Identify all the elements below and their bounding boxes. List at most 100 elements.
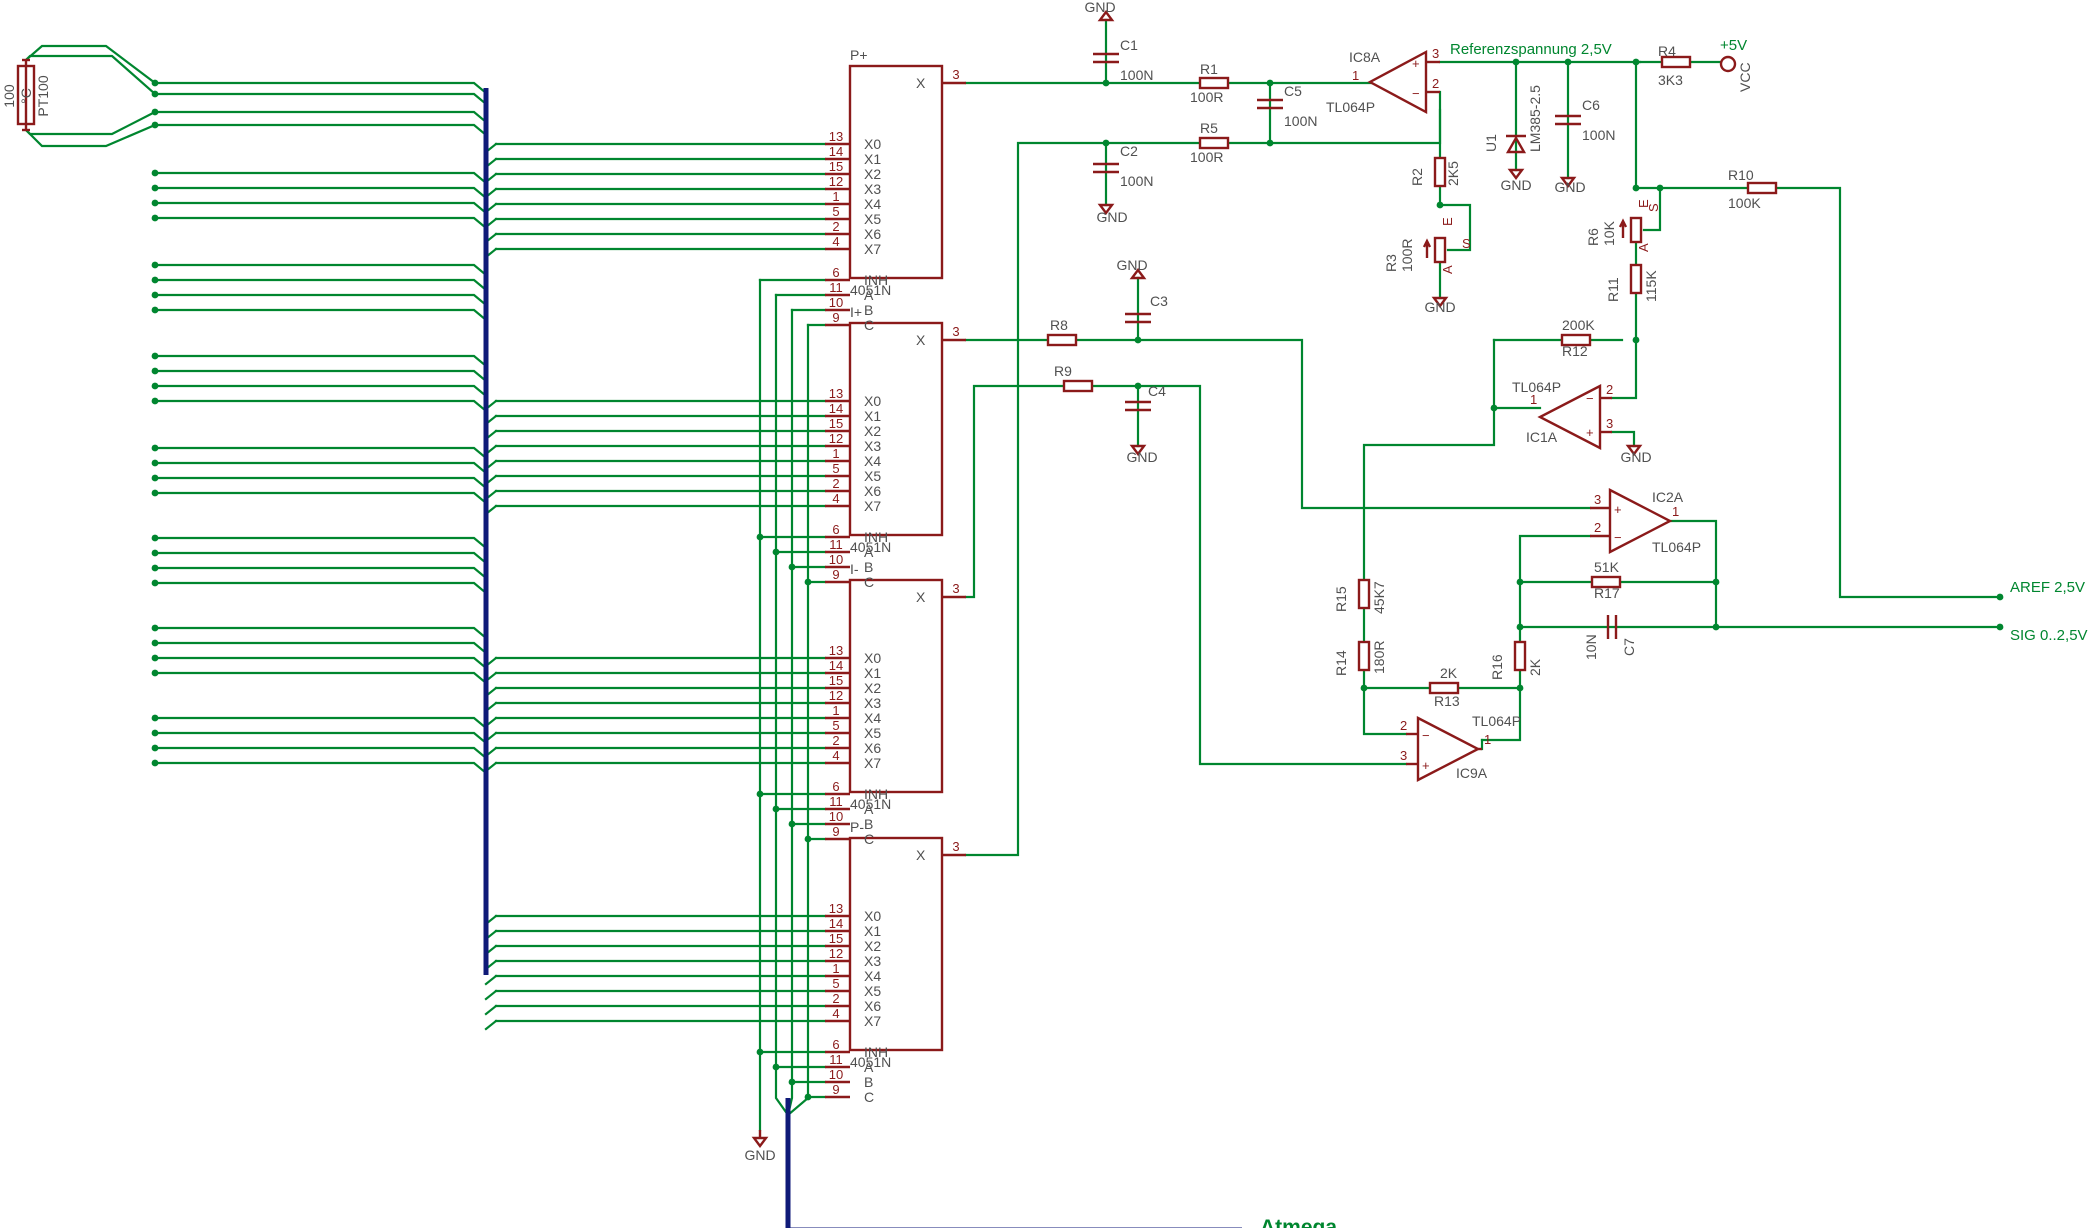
IC1A-minus: − (1586, 391, 1594, 406)
net-iminus (964, 384, 1066, 599)
sensor-line (153, 81, 488, 95)
sensor-line (153, 171, 488, 185)
junction (1632, 58, 1640, 66)
R13-value: 2K (1440, 665, 1458, 681)
mux-3-out-num: 3 (952, 581, 959, 596)
ic2a-fb-node (1518, 534, 1592, 644)
C1-value: 100N (1120, 67, 1153, 83)
mux-4-pin-num: 2 (832, 991, 839, 1006)
R6-value: 10K (1601, 220, 1617, 246)
IC9A-minus: − (1422, 728, 1430, 743)
resistor-R8 (1046, 333, 1078, 347)
C2-value: 100N (1120, 173, 1153, 189)
IC8A-pin3-num: 3 (1432, 46, 1439, 61)
IC8A-part: TL064P (1326, 99, 1375, 115)
R5-ref: R5 (1200, 120, 1218, 136)
junction (1102, 79, 1110, 87)
U1-diode (1505, 135, 1527, 154)
sensor-line (153, 656, 488, 670)
ic1a-gnd (1610, 430, 1636, 448)
R14-ref: R14 (1333, 650, 1349, 676)
mux-1-ctl-name: INH (864, 272, 888, 288)
sensor-line (153, 671, 488, 685)
R13-ref: R13 (1434, 693, 1460, 709)
gnd-triangle (1097, 203, 1115, 215)
mux-3-pin-name: X0 (864, 650, 881, 666)
pt100-lead (24, 44, 157, 85)
resistor-R10 (1746, 181, 1778, 195)
sensor-line (153, 536, 488, 550)
mux-2-pin-name: X0 (864, 393, 881, 409)
junction (151, 169, 159, 177)
R6-ref: R6 (1585, 228, 1601, 246)
junction (804, 1093, 812, 1101)
sensor-line (153, 641, 488, 655)
mux-4-pin-num: 1 (832, 961, 839, 976)
R4-ref: R4 (1658, 43, 1676, 59)
IC9A-ref: IC9A (1456, 765, 1488, 781)
trimmer-R6-arrowhead (1618, 218, 1628, 228)
sensor-line (153, 491, 488, 505)
R2-value: 2K5 (1445, 161, 1461, 186)
sensor-line (153, 384, 488, 398)
mux-3-ctl-name: C (864, 831, 874, 847)
sensor-line (153, 581, 488, 595)
junction (151, 534, 159, 542)
sensor-line (153, 110, 488, 124)
mux-1-pin-name: X1 (864, 151, 881, 167)
R17-value: 51K (1594, 559, 1620, 575)
mux-4-out-num: 3 (952, 839, 959, 854)
trimmer-R3-body (1433, 236, 1447, 264)
junction (151, 459, 159, 467)
C5-value: 100N (1284, 113, 1317, 129)
r3-wiper (1438, 203, 1472, 252)
junction (1712, 623, 1720, 631)
junction (1134, 336, 1142, 344)
sensor-line (153, 566, 488, 580)
junction (788, 1078, 796, 1086)
mux-2-pin-num: 2 (832, 476, 839, 491)
R12-ref: R12 (1562, 343, 1588, 359)
mux-4-pin-name: X3 (864, 953, 881, 969)
mux-4-pin-name: X5 (864, 983, 881, 999)
C3-ref: C3 (1150, 293, 1168, 309)
IC1A-pin1-num: 1 (1530, 392, 1537, 407)
mux-1-pin-num: 13 (829, 129, 843, 144)
mux-3-label: I- (850, 561, 859, 577)
mux-4-ctl-name: A (864, 1059, 874, 1075)
sensor-line (153, 278, 488, 292)
mux-2-pin-num: 12 (829, 431, 843, 446)
mux-1-ctl-num: 11 (829, 280, 843, 295)
junction (151, 714, 159, 722)
atmega-label: Atmega (1260, 1216, 1337, 1228)
capacitor-C6 (1555, 114, 1581, 126)
sensor-line (153, 92, 488, 106)
mux-2-body (848, 321, 944, 537)
sensor-line (153, 731, 488, 745)
mux-1-pin-name: X6 (864, 226, 881, 242)
pt100-lead (24, 54, 157, 96)
mux-4-ctl-num: 6 (832, 1037, 839, 1052)
mux-1-pin-name: X7 (864, 241, 881, 257)
junction (151, 489, 159, 497)
gnd-triangle (1129, 268, 1147, 280)
pt100-value: 100 (1, 84, 17, 108)
sensor-line (153, 123, 488, 137)
trimmer-R3 (1422, 236, 1447, 264)
mux-3-ctl-name: INH (864, 786, 888, 802)
R12-value: 200K (1562, 317, 1595, 333)
mux-2-ctl-num: 6 (832, 522, 839, 537)
mux-2-pin-name: X3 (864, 438, 881, 454)
vcc-terminal (1719, 55, 1737, 73)
gnd-r3 (1431, 296, 1449, 308)
IC2A-pin2-num: 2 (1594, 520, 1601, 535)
pt100-unit: °C (18, 88, 34, 104)
IC2A-part: TL064P (1652, 539, 1701, 555)
mux-3-pin-num: 15 (829, 673, 843, 688)
IC8A-plus: + (1412, 56, 1420, 71)
junction (1996, 623, 2004, 631)
mux-1-ctl-num: 6 (832, 265, 839, 280)
mux-1-body (848, 64, 944, 280)
junction (151, 184, 159, 192)
mux-3-ctl-name: B (864, 816, 873, 832)
